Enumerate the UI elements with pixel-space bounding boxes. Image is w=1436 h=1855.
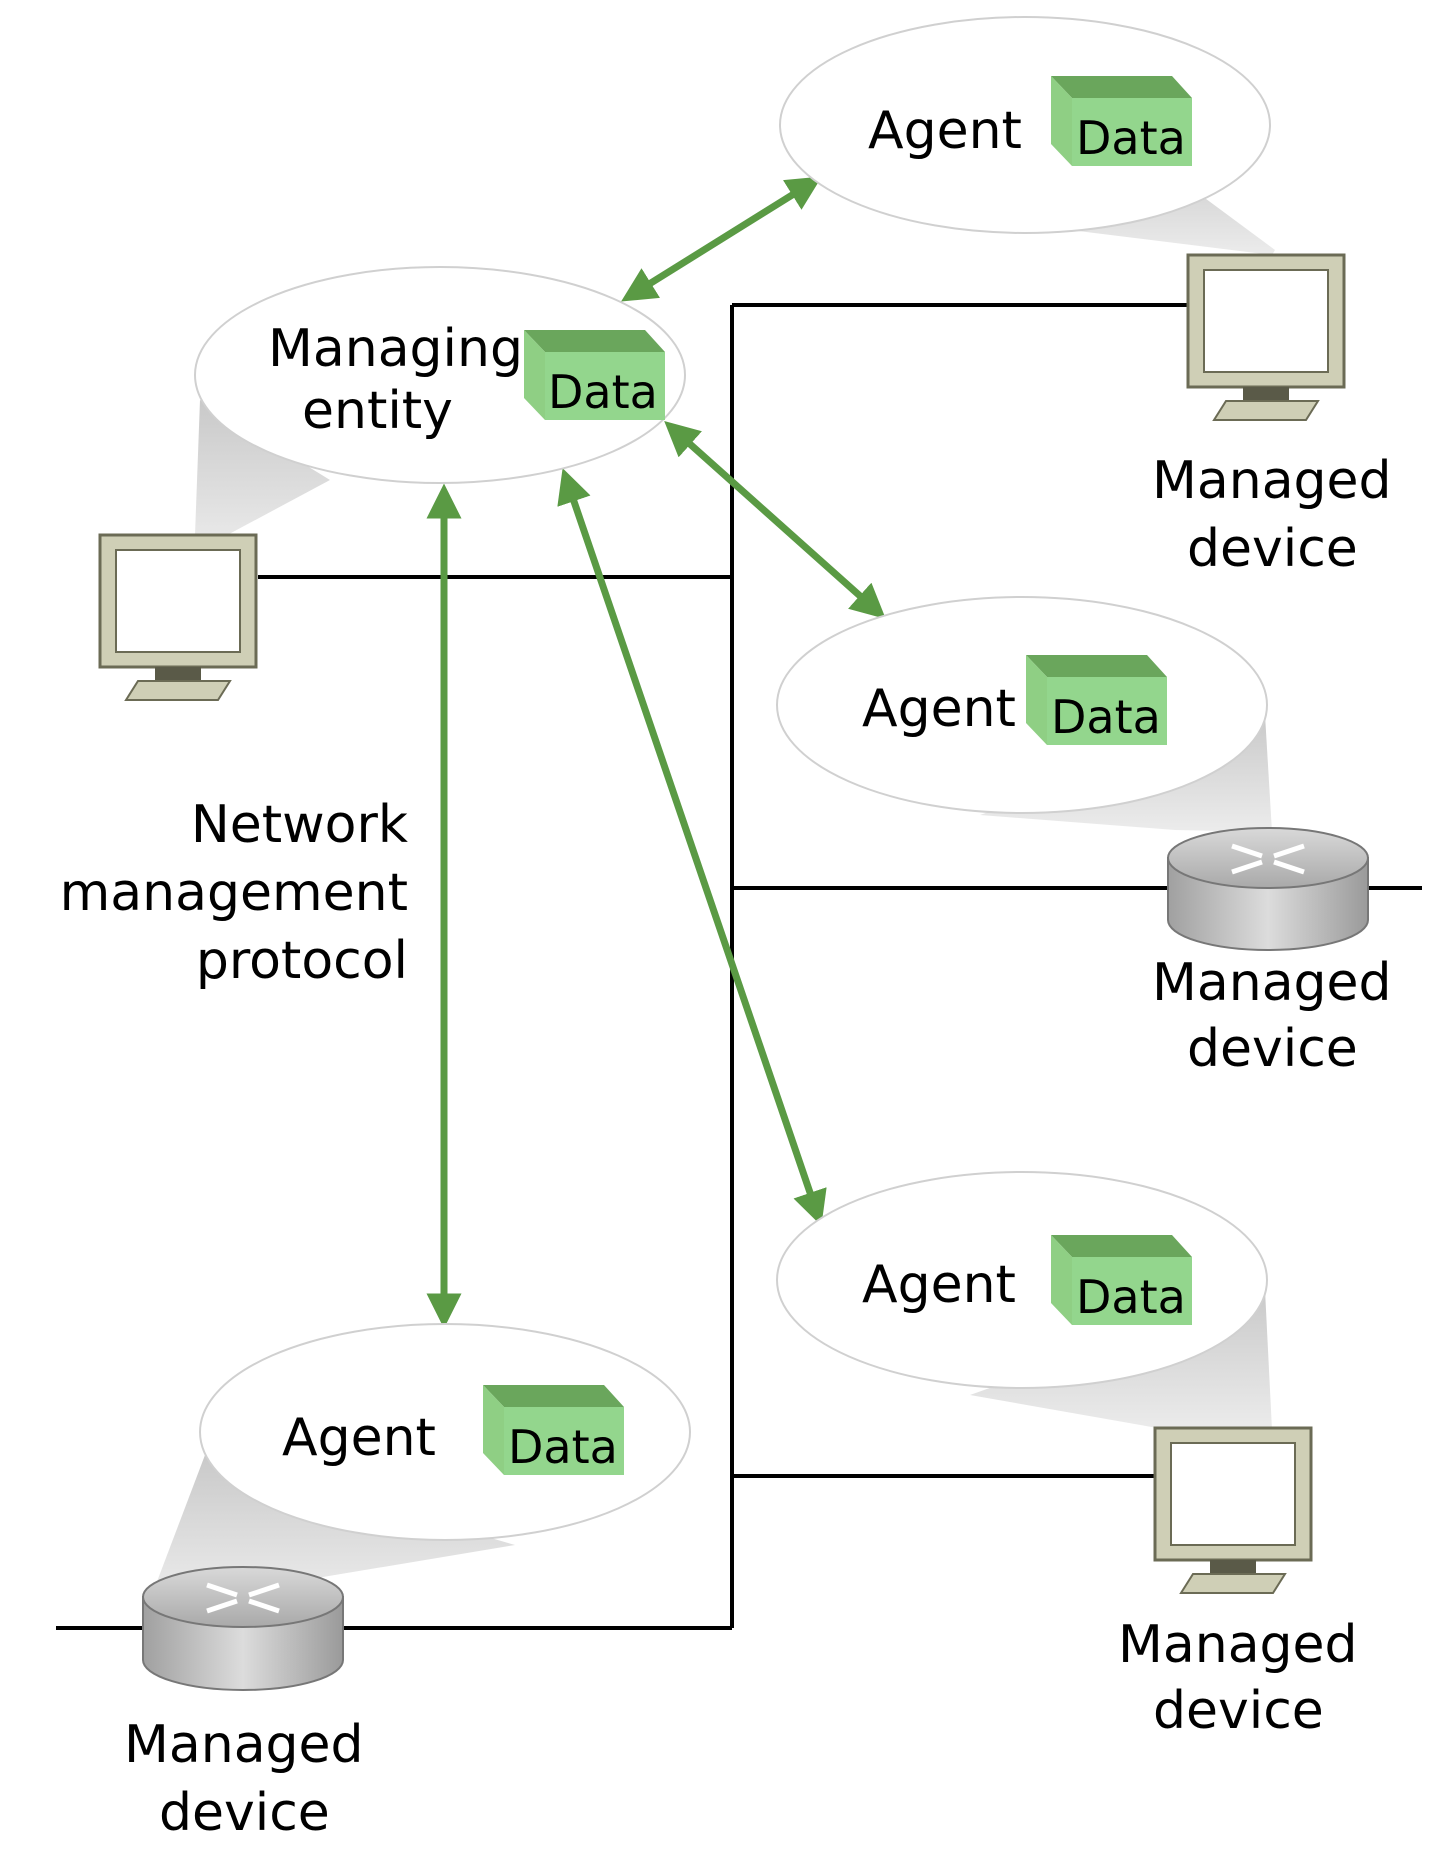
- agent-data-label: Data: [1076, 1270, 1186, 1324]
- monitor-icon: [1186, 253, 1346, 421]
- managed-device-label-3a: Managed: [1118, 1615, 1358, 1675]
- protocol-arrows: [426, 176, 886, 1329]
- protocol-label: Network management protocol: [60, 795, 408, 991]
- router-icon: [1167, 827, 1369, 951]
- data-cube-icon: [1051, 1235, 1192, 1325]
- managing-entity-label-1: Managing: [268, 319, 523, 379]
- protocol-label-line3: protocol: [196, 931, 408, 991]
- agent-bubble-3: Agent Data: [776, 1171, 1268, 1389]
- managed-device-label-4a: Managed: [124, 1715, 364, 1775]
- arrow-manager-agent3: [557, 468, 827, 1226]
- managed-device-label-4b: device: [159, 1783, 330, 1843]
- arrow-manager-agent1: [621, 176, 822, 302]
- managed-device-label-2a: Managed: [1152, 953, 1392, 1013]
- data-cube-icon: [1051, 76, 1192, 166]
- agent-bubble-2: Agent Data: [776, 596, 1268, 814]
- beam-managing-entity: [190, 400, 330, 555]
- agent-label: Agent: [868, 101, 1022, 161]
- data-cube-icon: [483, 1385, 624, 1475]
- data-cube-icon: [1026, 655, 1167, 745]
- agent-label: Agent: [862, 1255, 1016, 1315]
- manager-monitor-icon: [98, 533, 258, 701]
- agent-bubble-1: Agent Data: [779, 16, 1271, 234]
- managed-device-label-1b: device: [1187, 519, 1358, 579]
- managing-entity-data-label: Data: [548, 365, 658, 419]
- arrow-manager-agent2: [664, 421, 886, 619]
- monitor-icon: [1153, 1426, 1313, 1594]
- managing-entity-label-2: entity: [302, 381, 453, 441]
- protocol-label-line1: Network: [191, 795, 408, 855]
- agent-data-label: Data: [1076, 111, 1186, 165]
- protocol-label-line2: management: [60, 863, 408, 923]
- agent-data-label: Data: [508, 1420, 618, 1474]
- agent-label: Agent: [282, 1408, 436, 1468]
- managed-device-label-3b: device: [1153, 1681, 1324, 1741]
- managed-device-label-2b: device: [1187, 1019, 1358, 1079]
- managing-entity-bubble: Managing entity Data: [194, 266, 686, 484]
- data-cube-icon: [524, 330, 665, 420]
- router-icon: [142, 1566, 344, 1691]
- agent-data-label: Data: [1051, 690, 1161, 744]
- managed-device-label-1a: Managed: [1152, 451, 1392, 511]
- agent-bubble-4: Agent Data: [199, 1323, 691, 1541]
- agent-label: Agent: [862, 679, 1016, 739]
